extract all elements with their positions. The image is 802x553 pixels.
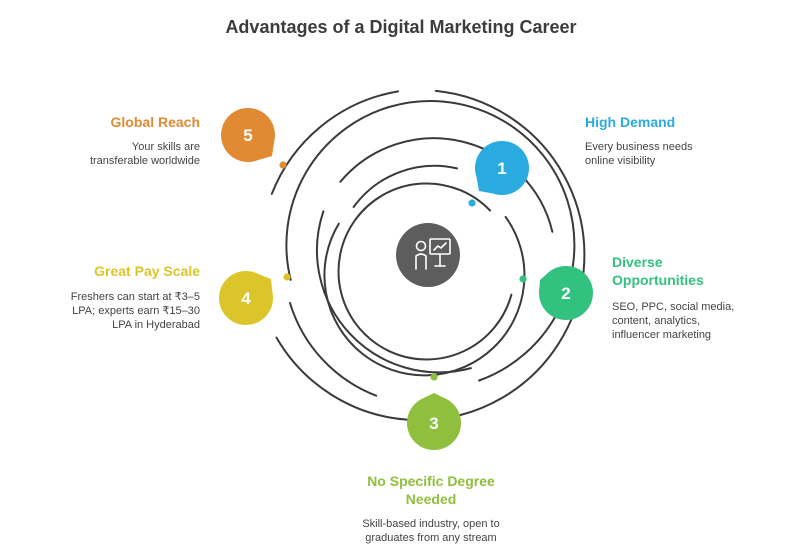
item-1-marker: 1: [468, 141, 529, 207]
marker-circle: [539, 266, 593, 320]
item-3-marker: 3: [407, 373, 461, 450]
ring-third-arc: [339, 137, 554, 233]
marker-circle: [475, 141, 529, 195]
marker-circle: [219, 271, 273, 325]
ring-dot: [283, 273, 291, 281]
marker-number: 1: [497, 159, 506, 178]
item-2-marker: 2: [519, 266, 593, 320]
marker-number: 4: [241, 289, 251, 308]
ring-outer-arc: [270, 90, 400, 195]
ring-dot: [279, 161, 287, 169]
item-5-title: Global Reach: [110, 114, 200, 130]
item-4-title: Great Pay Scale: [94, 263, 200, 279]
item-3-title: No Specific Degree Needed: [367, 473, 495, 507]
markers: 1 2 3 4 5: [219, 108, 593, 450]
ring-dot: [519, 275, 527, 283]
ring-dot: [468, 199, 476, 207]
item-1-title: High Demand: [585, 114, 676, 130]
ring-fourth-arc: [352, 164, 458, 208]
ring-dot: [430, 373, 438, 381]
ring-second-arc: [289, 302, 378, 397]
marker-number: 3: [429, 414, 438, 433]
ring-third: [316, 210, 472, 374]
item-5-marker: 5: [221, 108, 287, 169]
item-2-title: Diverse Opportunities: [612, 254, 704, 288]
center-node: [396, 223, 460, 287]
item-1-description: Every business needs online visibility: [585, 141, 693, 167]
item-2-description: SEO, PPC, social media, content, analyti…: [612, 301, 735, 341]
ring-outer: [275, 89, 586, 422]
diagram-title: Advantages of a Digital Marketing Career: [225, 17, 577, 37]
item-4-marker: 4: [219, 271, 291, 325]
ring-inner: [337, 182, 513, 361]
marker-circle: [407, 396, 461, 450]
item-5-description: Your skills are transferable worldwide: [89, 141, 200, 167]
marker-number: 5: [243, 126, 252, 145]
presenter-chart-icon: [415, 238, 451, 270]
item-4-description: Freshers can start at ₹3–5 LPA; experts …: [70, 291, 200, 331]
marker-number: 2: [561, 284, 570, 303]
marker-circle: [221, 108, 275, 162]
item-3-description: Skill-based industry, open to graduates …: [362, 518, 500, 544]
